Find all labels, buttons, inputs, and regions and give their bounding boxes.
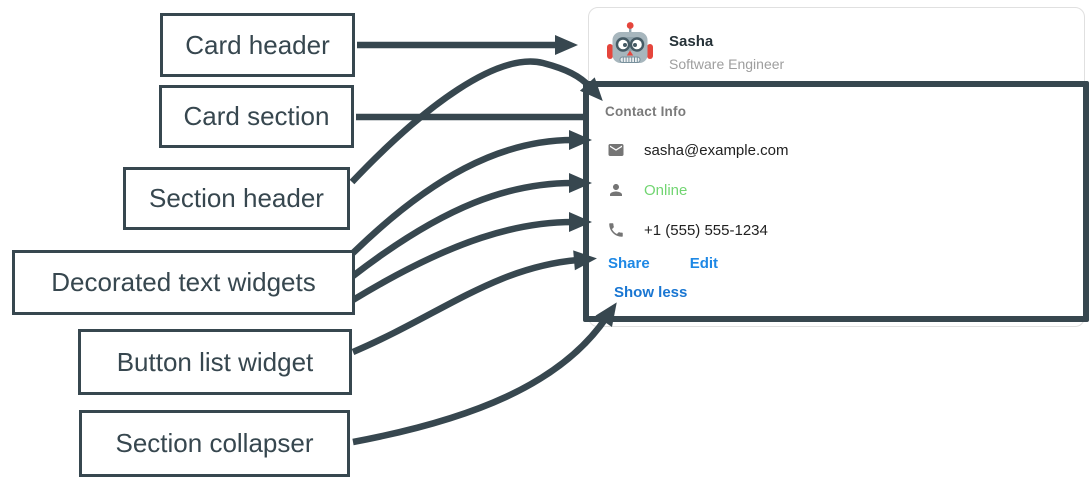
decorated-text-arrow-email [350,130,592,256]
label-text: Button list widget [116,346,314,377]
label-text: Card section [183,101,330,131]
label-section-header: Section header [123,167,350,230]
label-decorated-text-widgets: Decorated text widgets [12,250,355,315]
email-text: sasha@example.com [644,141,789,159]
decorated-text-arrow-status [351,173,592,279]
show-less-button[interactable]: Show less [614,284,688,301]
profile-subtitle: Software Engineer [669,56,785,72]
label-card-header: Card header [160,13,355,77]
section-header-arrow [349,58,603,185]
section-collapser-arrow [352,302,617,446]
phone-icon [609,223,623,237]
label-text: Section collapser [115,428,314,458]
button-list-arrow [351,250,597,355]
label-text: Section header [149,183,324,213]
label-button-list-widget: Button list widget [78,329,352,395]
edit-button[interactable]: Edit [689,255,719,272]
profile-name: Sasha [669,33,714,50]
label-card-section: Card section [159,85,354,148]
robot-avatar-icon [607,22,653,63]
decorated-text-arrow-phone [351,212,592,303]
button-list: Share Edit [608,255,758,272]
phone-text: +1 (555) 555-1234 [644,221,768,239]
phone-row: +1 (555) 555-1234 [607,219,768,241]
label-section-collapser: Section collapser [79,410,350,477]
email-icon [608,144,624,156]
email-row: sasha@example.com [607,139,788,161]
person-icon [610,184,622,196]
label-text: Decorated text widgets [51,267,316,297]
share-button[interactable]: Share [608,255,650,272]
status-text: Online [644,181,688,199]
profile-card: Sasha Software Engineer Contact Info sas… [588,7,1085,327]
status-row: Online [607,179,687,201]
section-header-title: Contact Info [605,104,687,119]
label-text: Card header [185,29,330,60]
